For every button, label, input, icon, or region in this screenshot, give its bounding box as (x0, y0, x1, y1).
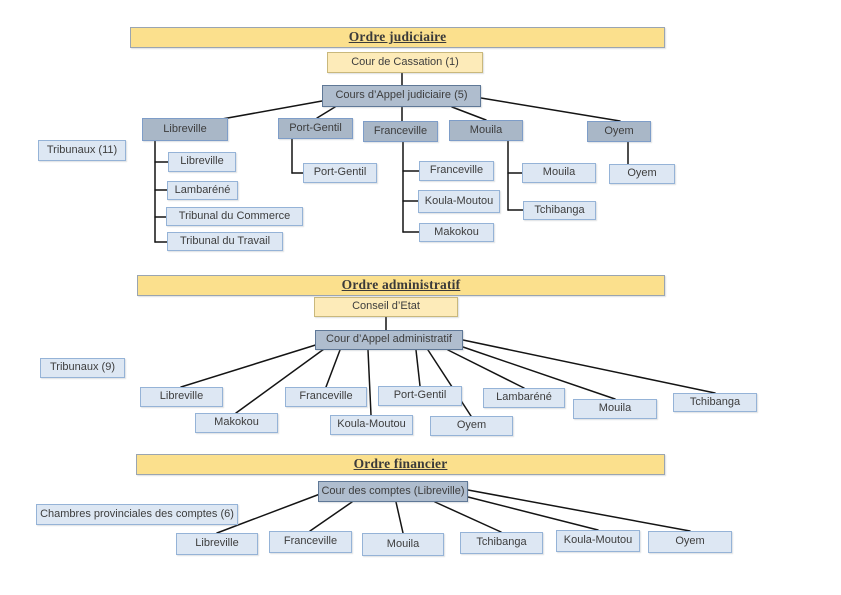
administratif-tribunal-libreville: Libreville (140, 387, 223, 407)
judiciaire-franceville-child-0: Franceville (419, 161, 494, 181)
judiciaire-libreville-child-2: Tribunal du Commerce (166, 207, 303, 226)
judiciaire-parent-port-gentil: Port-Gentil (278, 118, 353, 139)
cour-des-comptes-node: Cour des comptes (Libreville) (318, 481, 468, 502)
judiciaire-libreville-child-0: Libreville (168, 152, 236, 172)
administratif-tribunal-tchibanga: Tchibanga (673, 393, 757, 412)
administratif-tribunal-franceville: Franceville (285, 387, 367, 407)
judiciaire-parent-franceville: Franceville (363, 121, 438, 142)
administratif-tribunal-lambarene: Lambaréné (483, 388, 565, 408)
administratif-tribunal-koula-moutou: Koula-Moutou (330, 415, 413, 435)
judiciaire-portgentil-child-0: Port-Gentil (303, 163, 377, 183)
judiciaire-franceville-child-2: Makokou (419, 223, 494, 242)
administratif-tribunal-oyem: Oyem (430, 416, 513, 436)
financier-chambre-tchibanga: Tchibanga (460, 532, 543, 554)
financier-chambre-koula-moutou: Koula-Moutou (556, 530, 640, 552)
judiciaire-mouila-child-0: Mouila (522, 163, 596, 183)
judiciaire-mouila-child-1: Tchibanga (523, 201, 596, 220)
financier-chambre-oyem: Oyem (648, 531, 732, 553)
judiciaire-franceville-child-1: Koula-Moutou (418, 190, 500, 213)
cours-appel-judiciaire-node: Cours d’Appel judiciaire (5) (322, 85, 481, 107)
judiciaire-parent-libreville: Libreville (142, 118, 228, 141)
judiciaire-section-header: Ordre judiciaire (130, 27, 665, 48)
judiciaire-libreville-child-1: Lambaréné (167, 181, 238, 200)
judiciaire-oyem-child-0: Oyem (609, 164, 675, 184)
tribunaux-11-label: Tribunaux (11) (38, 140, 126, 161)
judiciaire-parent-oyem: Oyem (587, 121, 651, 142)
financier-chambre-franceville: Franceville (269, 531, 352, 553)
tribunaux-9-label: Tribunaux (9) (40, 358, 125, 378)
administratif-tribunal-mouila: Mouila (573, 399, 657, 419)
cour-de-cassation-node: Cour de Cassation (1) (327, 52, 483, 73)
financier-chambre-mouila: Mouila (362, 533, 444, 556)
financier-section-header: Ordre financier (136, 454, 665, 475)
judiciaire-parent-mouila: Mouila (449, 120, 523, 141)
administratif-tribunal-makokou: Makokou (195, 413, 278, 433)
cour-appel-administratif-node: Cour d’Appel administratif (315, 330, 463, 350)
administratif-tribunal-port-gentil: Port-Gentil (378, 386, 462, 406)
administratif-section-header: Ordre administratif (137, 275, 665, 296)
conseil-etat-node: Conseil d’Etat (314, 297, 458, 317)
judiciaire-libreville-child-3: Tribunal du Travail (167, 232, 283, 251)
chambres-provinciales-label: Chambres provinciales des comptes (6) (36, 504, 238, 525)
financier-chambre-libreville: Libreville (176, 533, 258, 555)
